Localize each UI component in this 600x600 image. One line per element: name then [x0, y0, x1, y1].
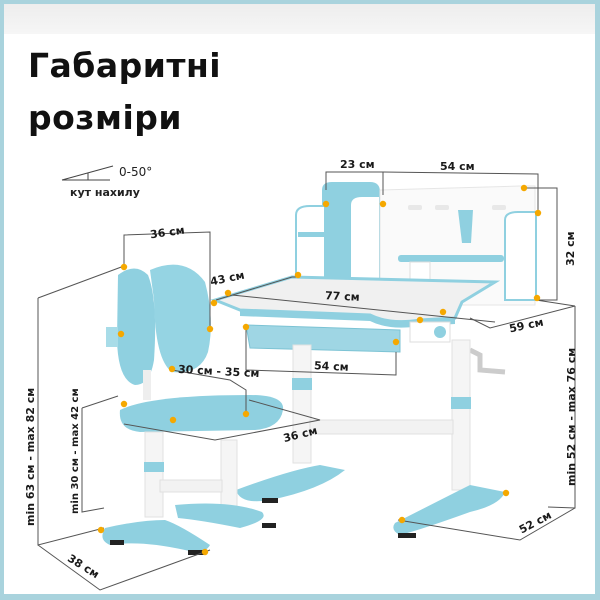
desk: [210, 182, 537, 538]
title-line-2: розміри: [28, 98, 182, 137]
dimension-lines: [37, 171, 576, 591]
tilt-range: 0-50°: [119, 165, 153, 179]
page-title: Габаритні розміри: [28, 40, 221, 144]
dim-hutch-height: 32 см: [564, 231, 577, 266]
dim-drawer-width: 54 см: [313, 359, 349, 374]
product-image-frame: Габаритні розміри: [4, 4, 595, 594]
dim-chair-total-height: min 63 см - max 82 см: [24, 387, 37, 526]
top-band: [4, 4, 595, 34]
dim-hutch-left-width: 23 см: [340, 158, 375, 171]
dim-hutch-right-width: 54 см: [440, 160, 475, 173]
tilt-angle-icon: [61, 165, 114, 181]
title-line-1: Габаритні: [28, 46, 222, 85]
dimension-markers: [97, 184, 542, 556]
dim-desk-width: 77 см: [324, 289, 360, 304]
desk-chair-illustration: [37, 165, 576, 591]
chair: [102, 264, 284, 555]
tilt-label: кут нахилу: [70, 186, 140, 199]
dim-desk-height: min 52 см - max 76 см: [565, 347, 578, 486]
dim-seat-height: min 30 см - max 42 см: [70, 388, 81, 514]
